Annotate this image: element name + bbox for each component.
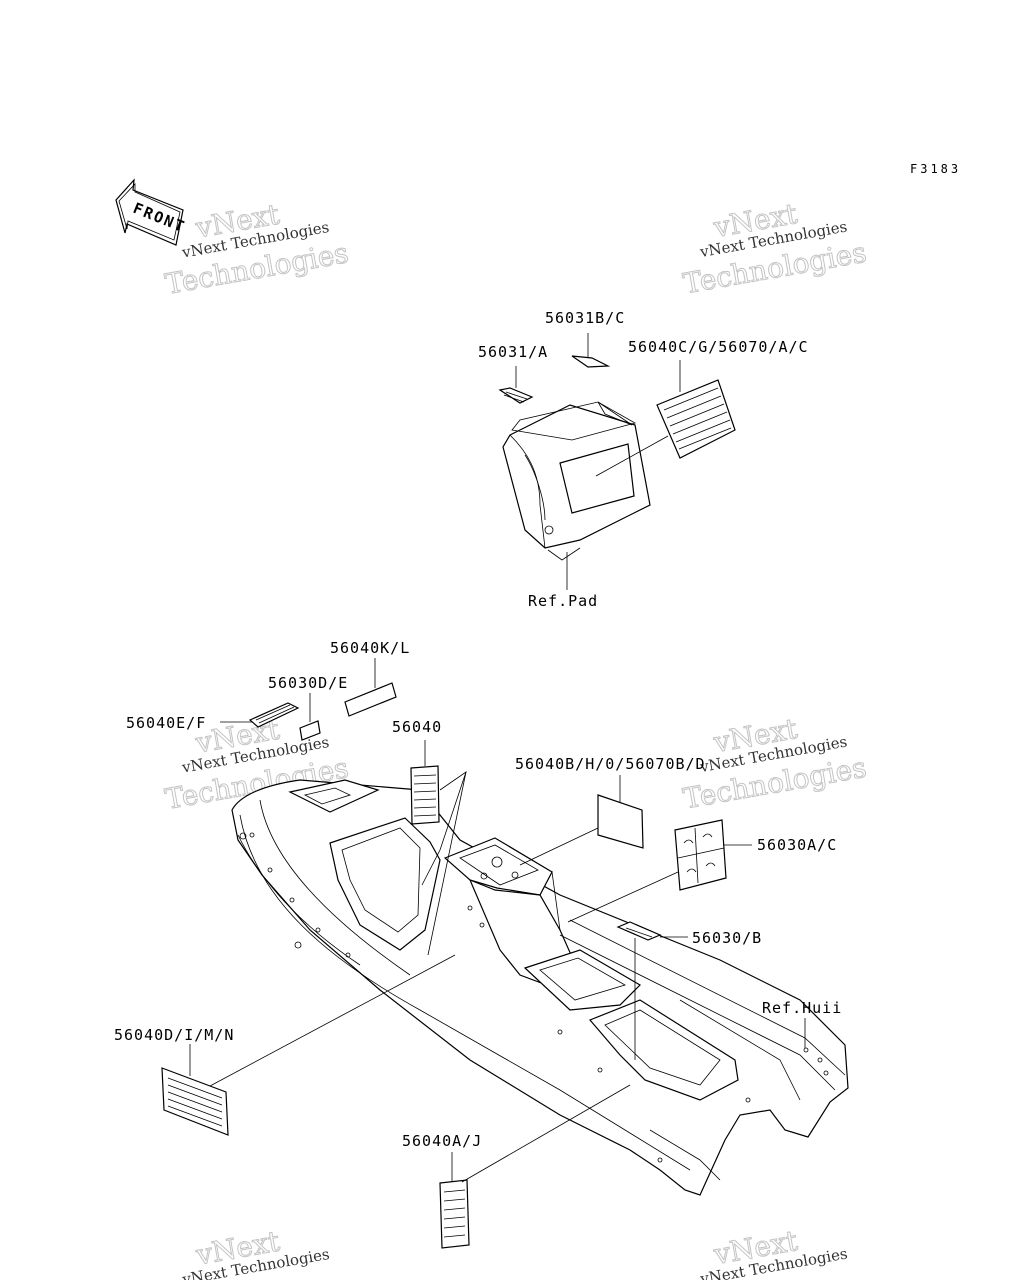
decal-56040DIMN [161,954,456,1136]
decal-56030DE [299,693,321,741]
label-56030DE: 56030D/E [268,674,348,692]
label-56031BC: 56031B/C [545,309,625,327]
label-56040CG: 56040C/G/56070/A/C [628,338,809,356]
label-56040KL: 56040K/L [330,639,410,657]
label-56030AC: 56030A/C [757,836,837,854]
label-56030B: 56030/B [692,929,762,947]
watermark-bottom-right: vNext vNext Technologies [698,1223,849,1280]
label-ref-pad: Ref.Pad [528,592,598,610]
decal-56030B [616,921,688,1060]
label-56031A: 56031/A [478,343,548,361]
watermark-top-left: vNext vNext Technologies Technologies [162,197,351,301]
watermark-top-right: vNext vNext Technologies Technologies [680,196,869,300]
watermark-bottom-left: vNext vNext Technologies [180,1224,331,1280]
figure-code: F3183 [910,162,961,176]
decal-56040CG [595,360,736,477]
label-ref-hull: Ref.Huii [762,999,842,1017]
label-56040AJ: 56040A/J [402,1132,482,1150]
hull-assembly [231,779,849,1196]
decal-56040BH [519,775,644,866]
decal-56040EF [220,702,300,728]
front-arrow-icon: FRONT [115,178,188,246]
decal-56030AC [567,819,752,923]
decal-56031A [498,366,534,404]
label-56040BH: 56040B/H/0/56070B/D [515,755,706,773]
decal-56031BC [571,333,611,368]
decal-56040KL [344,658,397,717]
decal-56040AJ [439,1084,631,1249]
pad-cover-assembly [502,401,651,590]
decal-56040 [410,740,467,956]
label-56040DIMN: 56040D/I/M/N [114,1026,234,1044]
label-56040EF: 56040E/F [126,714,206,732]
label-56040: 56040 [392,718,442,736]
